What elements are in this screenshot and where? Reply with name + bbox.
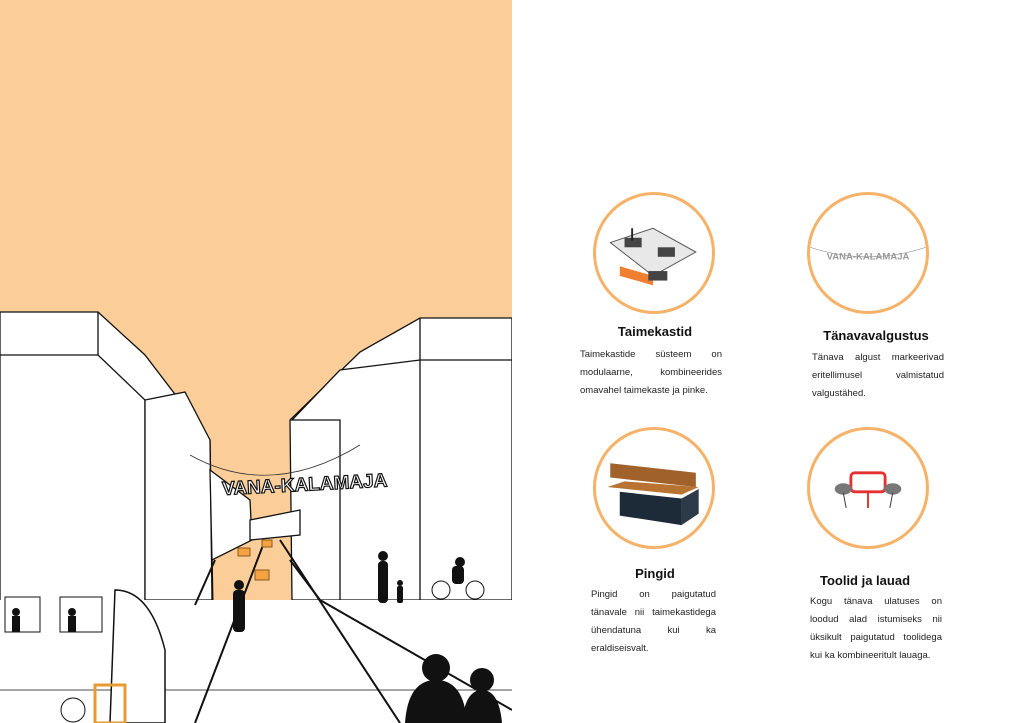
tables-chairs-icon — [834, 471, 902, 509]
feature-title-street-light: Tänavavalgustus — [823, 328, 929, 343]
street-light-sign-icon: VANA-KALAMAJA — [810, 246, 926, 263]
feature-title-benches: Pingid — [635, 566, 675, 581]
feature-image-bench — [593, 427, 715, 549]
bench-icon — [607, 463, 699, 526]
feature-title-planters: Taimekastid — [617, 324, 693, 339]
feature-text-planters: Taimekastide süsteem on modulaarne, komb… — [580, 349, 722, 396]
feature-title-tables: Toolid ja lauad — [819, 573, 911, 588]
feature-image-planters — [593, 192, 715, 314]
feature-text-tables: Kogu tänava ulatuses on loodud alad istu… — [810, 596, 942, 661]
planter-boxes-icon — [609, 227, 697, 286]
sign-lettering-small: VANA-KALAMAJA — [827, 252, 910, 263]
feature-text-street-light: Tänava algust markeerivad eritellimusel … — [812, 352, 944, 399]
feature-image-tables — [807, 427, 929, 549]
street-illustration: VANA-KALAMAJA — [0, 0, 512, 723]
feature-text-benches: Pingid on paigutatud tänavale nii taimek… — [591, 589, 716, 654]
feature-image-street-light: VANA-KALAMAJA — [807, 192, 929, 314]
